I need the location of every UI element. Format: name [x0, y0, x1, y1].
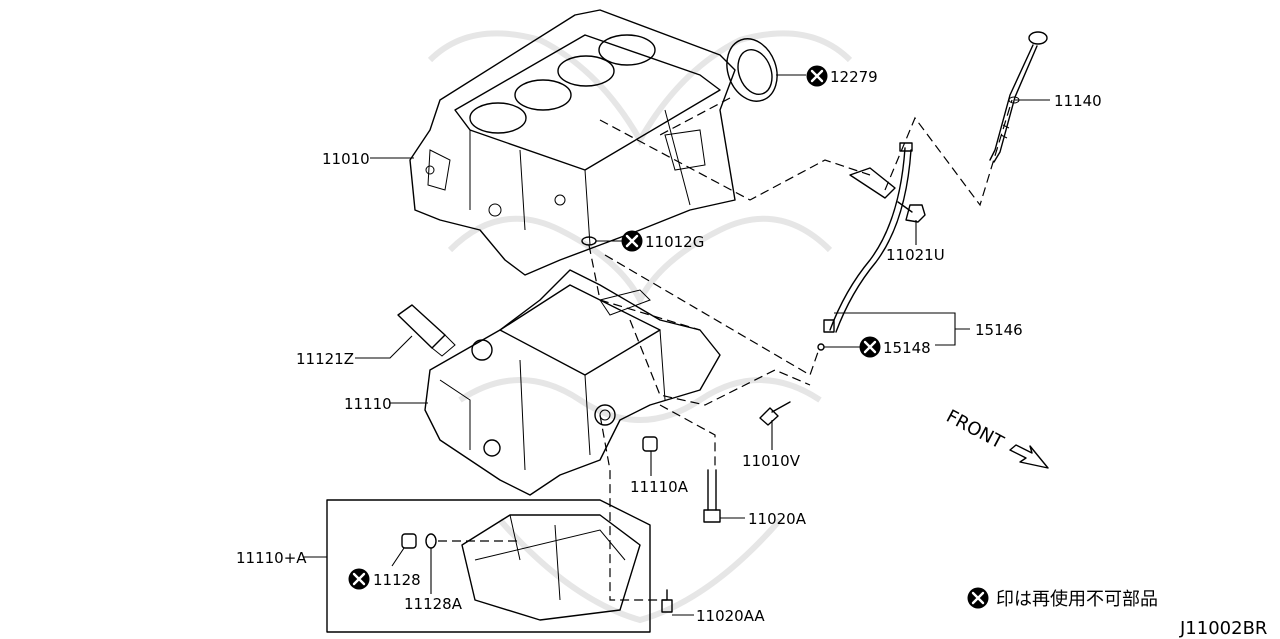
x-mark-icon [347, 567, 371, 591]
diagram-code: J11002BR [1179, 618, 1267, 639]
dowel-pin [642, 436, 658, 452]
front-label: FRONT [943, 406, 1008, 454]
oil-pan-kit [326, 499, 651, 633]
label-11021u: 11021U [886, 246, 945, 264]
label-11140: 11140 [1054, 92, 1102, 110]
x-mark-icon [805, 64, 829, 88]
bolt-11020a [703, 469, 721, 523]
bolt-11010v [759, 401, 791, 426]
x-mark-icon [858, 335, 882, 359]
label-15146: 15146 [975, 321, 1023, 339]
label-11110: 11110 [344, 395, 392, 413]
label-11128a: 11128A [404, 595, 463, 613]
rear-oil-seal [726, 38, 778, 102]
oil-breather-tube [397, 304, 456, 357]
oil-dipstick [989, 31, 1048, 163]
front-direction-indicator: FRONT [943, 406, 1049, 469]
label-11020a: 11020A [748, 510, 807, 528]
leader-lines [304, 74, 1050, 616]
label-11128: 11128 [373, 571, 421, 589]
label-11121z: 11121Z [296, 350, 354, 368]
label-11010v: 11010V [742, 452, 801, 470]
bolt-11020aa [661, 589, 673, 613]
label-12279: 12279 [830, 68, 878, 86]
label-11012g: 11012G [645, 233, 704, 251]
label-11020aa: 11020AA [696, 607, 765, 625]
bolt-11021u [897, 201, 926, 223]
label-15148: 15148 [883, 339, 931, 357]
x-mark-icon [620, 229, 644, 253]
dipstick-guide [823, 142, 913, 333]
label-11110a: 11110A [630, 478, 689, 496]
label-11110-plus-a: 11110+A [236, 549, 307, 567]
assembly-dashed-lines [438, 97, 1013, 601]
o-ring-15148 [817, 343, 825, 351]
x-mark-icon [966, 586, 990, 610]
lower-crankcase [424, 269, 721, 496]
legend-text: 印は再使用不可部品 [996, 589, 1158, 610]
watermark-emblem [427, 30, 853, 624]
label-11010: 11010 [322, 150, 370, 168]
front-arrow-icon [1009, 444, 1049, 469]
cylinder-block [409, 9, 736, 276]
